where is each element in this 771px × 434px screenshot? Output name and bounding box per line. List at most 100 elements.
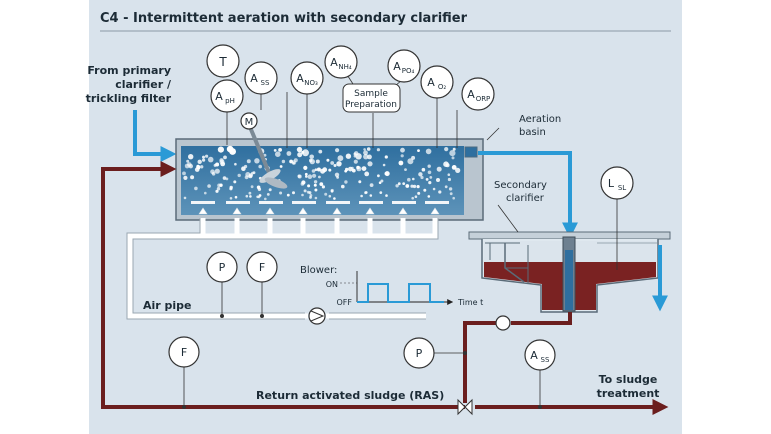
air-bubble xyxy=(358,180,362,184)
air-bubble xyxy=(379,191,383,195)
instrument-po4: A PO₄ xyxy=(387,49,421,83)
air-bubble xyxy=(188,154,194,160)
instrument-p-air-letter: P xyxy=(219,261,226,274)
air-bubble xyxy=(278,148,282,152)
instrument-leaders xyxy=(226,69,458,148)
diffuser-arrows xyxy=(198,207,440,215)
air-bubble xyxy=(384,155,388,159)
instrument-no3-letter: A xyxy=(296,72,304,85)
air-bubble xyxy=(356,166,362,172)
instrument-o2: A O₂ xyxy=(420,65,454,99)
air-bubble xyxy=(417,149,420,153)
instrument-orp: A ORP xyxy=(461,77,495,111)
instrument-lsl-sub: SL xyxy=(618,184,626,192)
air-bubble xyxy=(226,145,234,153)
air-bubble xyxy=(303,189,307,193)
air-bubble xyxy=(353,152,357,156)
basin-outflow-pipe xyxy=(478,151,578,239)
air-bubble xyxy=(258,164,263,169)
air-bubble xyxy=(202,158,206,162)
air-bubble xyxy=(301,150,305,154)
air-bubble xyxy=(210,169,215,174)
air-bubble xyxy=(405,184,410,188)
air-bubble xyxy=(309,158,313,163)
air-bubble xyxy=(421,167,426,172)
source-label: From primary clarifier / trickling filte… xyxy=(86,64,172,105)
blower-on-off-signal xyxy=(357,283,444,303)
air-bubble xyxy=(438,190,442,194)
air-bubble xyxy=(306,190,310,194)
air-bubble xyxy=(204,191,207,195)
air-bubble xyxy=(229,197,233,200)
blower-arrow-icon xyxy=(310,310,325,322)
air-bubble xyxy=(183,175,188,180)
air-bubble xyxy=(184,163,190,169)
air-bubble xyxy=(183,196,187,200)
air-bubble xyxy=(314,188,318,192)
air-bubble xyxy=(326,158,330,162)
air-bubble xyxy=(361,166,367,172)
inflow-pipe xyxy=(133,110,177,162)
air-bubble xyxy=(382,163,386,167)
instrument-t: T xyxy=(206,44,240,78)
air-bubble xyxy=(337,155,344,162)
air-bubble xyxy=(425,148,432,155)
air-bubble xyxy=(217,146,224,153)
ss-ras-tap xyxy=(538,405,542,409)
on-label: ON xyxy=(326,280,338,289)
air-bubble xyxy=(309,194,313,197)
air-bubble xyxy=(418,172,423,177)
air-bubble xyxy=(304,172,308,176)
instrument-orp-letter: A xyxy=(467,88,475,101)
air-bubble xyxy=(411,196,415,200)
instrument-ss-ras: A SS xyxy=(524,339,556,371)
air-bubble xyxy=(296,146,303,153)
instrument-nh4-sub: NH₄ xyxy=(338,63,352,71)
instrument-ss-basin-sub: SS xyxy=(261,79,270,87)
air-bubble xyxy=(353,159,358,164)
air-bubble xyxy=(301,193,304,197)
air-bubbles xyxy=(182,145,461,201)
air-bubble xyxy=(281,159,286,164)
air-pipe-outline xyxy=(126,218,439,320)
air-bubble xyxy=(300,182,305,186)
air-bubble xyxy=(197,159,202,164)
air-bubble xyxy=(286,193,290,197)
air-bubble xyxy=(451,156,455,160)
air-bubble xyxy=(223,155,227,160)
air-bubble xyxy=(412,177,415,181)
air-bubble xyxy=(219,159,225,165)
air-bubble xyxy=(225,177,229,181)
air-bubble xyxy=(427,170,432,175)
air-bubble xyxy=(385,194,388,197)
air-bubble xyxy=(420,175,424,180)
air-bubble xyxy=(215,162,220,167)
blower-label: Blower: xyxy=(300,265,337,276)
air-bubble xyxy=(369,194,373,197)
air-bubble xyxy=(412,184,417,189)
air-bubble xyxy=(234,195,238,199)
air-bubble xyxy=(333,197,336,200)
air-bubble xyxy=(303,165,308,170)
air-bubble xyxy=(279,191,283,195)
diagram-title: C4 - Intermittent aeration with secondar… xyxy=(100,11,468,26)
air-bubble xyxy=(398,160,404,166)
air-bubble xyxy=(279,165,283,168)
instrument-f-ras: F xyxy=(168,336,200,368)
air-bubble xyxy=(257,187,262,191)
instrument-p-ras: P xyxy=(403,337,435,369)
air-bubble xyxy=(363,148,366,151)
instrument-o2-sub: O₂ xyxy=(438,83,447,91)
instrument-nh4: A NH₄ xyxy=(324,45,358,79)
instrument-orp-sub: ORP xyxy=(476,95,491,103)
air-bubble xyxy=(318,175,321,179)
air-bubble xyxy=(275,151,281,157)
instrument-f-air-letter: F xyxy=(259,261,265,274)
air-bubble xyxy=(216,187,221,191)
air-bubble xyxy=(186,159,190,163)
instrument-ss-ras-sub: SS xyxy=(541,356,550,364)
air-bubble xyxy=(425,178,429,181)
air-bubble xyxy=(316,167,321,172)
air-bubble xyxy=(251,171,254,175)
